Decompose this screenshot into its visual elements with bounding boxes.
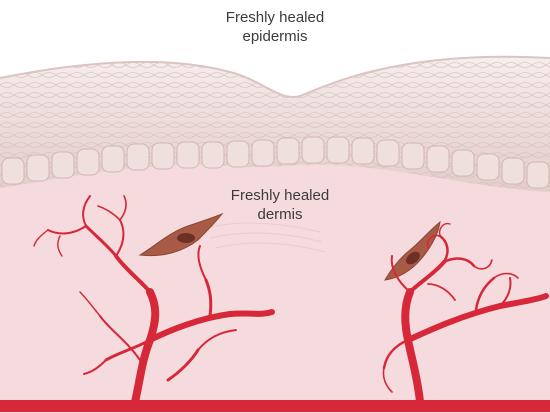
- dermis-label-line1: Freshly healed: [180, 186, 380, 205]
- epidermis-label-line2: epidermis: [175, 27, 375, 46]
- dermis-label-line2: dermis: [180, 205, 380, 224]
- epidermis-label: Freshly healed epidermis: [175, 8, 375, 46]
- epidermis-label-line1: Freshly healed: [175, 8, 375, 27]
- dermis-label: Freshly healed dermis: [180, 186, 380, 224]
